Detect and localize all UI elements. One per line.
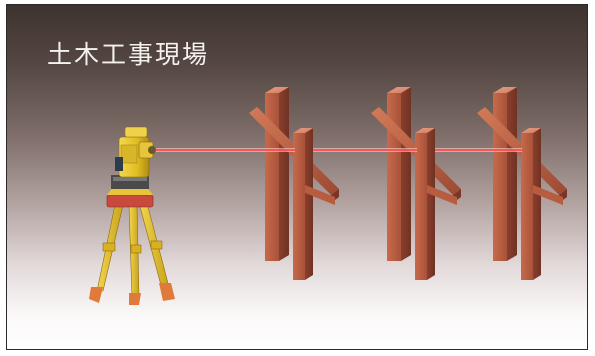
site-illustration bbox=[89, 87, 567, 305]
illustration-frame: 土木工事現場 bbox=[6, 4, 588, 350]
scene-title: 土木工事現場 bbox=[47, 40, 210, 69]
batter-board-3 bbox=[477, 87, 567, 280]
total-station-icon bbox=[89, 126, 175, 305]
batter-board-2 bbox=[371, 87, 461, 280]
batter-board-1 bbox=[249, 87, 339, 280]
